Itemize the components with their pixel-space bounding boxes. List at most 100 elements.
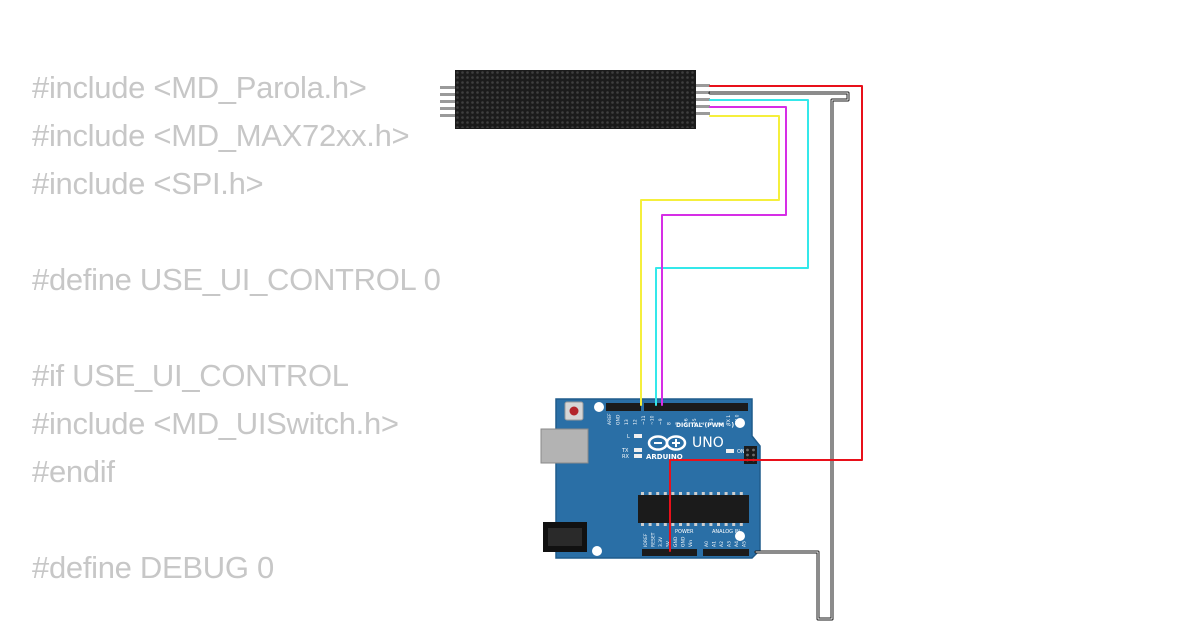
icsp-header	[744, 446, 757, 464]
chip-pin	[663, 492, 667, 495]
chip-pin	[732, 492, 736, 495]
chip-pin	[648, 523, 652, 526]
uno-logo: UNO	[692, 435, 724, 451]
pin-label: 2	[718, 422, 724, 425]
atmega-chip	[638, 492, 749, 526]
pin-label: 12	[633, 419, 639, 425]
chip-pin	[717, 492, 720, 495]
chip-pin	[701, 492, 705, 495]
analog-header[interactable]	[703, 549, 749, 556]
pin-label: GND	[681, 536, 687, 547]
code-line: #include <SPI.h>	[32, 166, 264, 201]
pin-label: ~6	[684, 418, 690, 425]
code-line: #include <MD_MAX72xx.h>	[32, 118, 410, 153]
pin-label: 4	[701, 422, 707, 425]
chip-pin	[717, 523, 720, 526]
pin-label: 8	[667, 422, 673, 425]
chip-pin	[656, 492, 660, 495]
digital-pwm-label: DIGITAL (PWM ~)	[676, 422, 734, 429]
chip-pin	[671, 492, 675, 495]
chip-pin	[648, 492, 652, 495]
power-header[interactable]	[642, 549, 697, 556]
code-line: #include <MD_Parola.h>	[32, 70, 367, 105]
pin-label: ~11	[641, 415, 647, 425]
mounting-hole	[735, 531, 745, 541]
pin-label: AREF	[607, 413, 613, 425]
chip-pin	[724, 523, 728, 526]
code-line: #define DEBUG 0	[32, 550, 274, 585]
chip-pin	[694, 523, 698, 526]
chip-pin	[694, 492, 698, 495]
chip-pin	[724, 492, 728, 495]
led-tx-label: TX	[621, 448, 629, 454]
digital-header[interactable]	[606, 403, 748, 411]
pin-label: ~3	[709, 418, 715, 425]
matrix-output-pins	[696, 84, 710, 115]
magenta-clk-wire[interactable]	[661, 106, 787, 406]
wires	[640, 85, 863, 621]
pin-label: A2	[719, 541, 725, 547]
chip-pin	[739, 523, 743, 526]
mounting-hole	[594, 402, 604, 412]
pin-label: GND	[616, 414, 622, 425]
chip-pin	[641, 523, 644, 526]
pin-label: TX 1	[726, 415, 732, 426]
pin-label: ~10	[650, 415, 656, 425]
code-line: #if USE_UI_CONTROL	[32, 358, 349, 393]
pin-label: ~9	[658, 418, 664, 425]
pin-label: RX 0	[735, 414, 741, 425]
chip-pin	[671, 523, 675, 526]
reset-button[interactable]	[564, 401, 584, 421]
status-leds	[634, 434, 734, 458]
code-line: #endif	[32, 454, 115, 489]
power-jack-inner	[548, 528, 582, 546]
pin-label: 13	[624, 419, 630, 425]
yellow-cs-wire[interactable]	[640, 115, 780, 406]
chip-pin	[709, 492, 713, 495]
pin-label: Vin	[688, 540, 694, 547]
chip-pin	[732, 523, 736, 526]
pin-label: RESET	[651, 532, 657, 547]
pin-label: A1	[712, 541, 718, 547]
led-matrix-module[interactable]	[440, 70, 710, 129]
pin-label: IOREF	[643, 533, 649, 547]
red-vcc-wire[interactable]	[669, 85, 863, 552]
on-label: ON	[737, 449, 745, 455]
pin-label: A5	[742, 541, 748, 547]
code-line: #define USE_UI_CONTROL 0	[32, 262, 441, 297]
arduino-brand: ARDUINO	[646, 453, 683, 461]
pin-label: A3	[727, 541, 733, 547]
analog-in-label: ANALOG IN	[712, 529, 740, 535]
code-line: #include <MD_UISwitch.h>	[32, 406, 399, 441]
led-l-label: L	[627, 434, 630, 440]
power-label: POWER	[675, 529, 694, 535]
usb-port	[540, 428, 589, 464]
pin-label: A4	[734, 541, 740, 547]
chip-pin	[739, 492, 743, 495]
chip-pin	[679, 492, 682, 495]
pin-label: 3.3V	[658, 536, 664, 547]
chip-pin	[686, 523, 690, 526]
arduino-infinity-logo	[647, 435, 687, 451]
matrix-input-pins	[440, 86, 456, 117]
chip-pin	[709, 523, 713, 526]
pin-label: 5V	[666, 540, 672, 547]
chip-pin	[656, 523, 660, 526]
black-ground-wire[interactable]	[708, 91, 850, 621]
code-listing: #include <MD_Parola.h> #include <MD_MAX72…	[32, 64, 441, 592]
chip-pin	[641, 492, 644, 495]
led-rx-label: RX	[622, 454, 629, 460]
chip-pin	[663, 523, 667, 526]
pin-label: A0	[704, 541, 710, 547]
pin-label: ~5	[692, 418, 698, 425]
chip-pin	[679, 523, 682, 526]
chip-pin	[686, 492, 690, 495]
mounting-hole	[592, 546, 602, 556]
cyan-data-wire[interactable]	[655, 99, 809, 406]
pin-label: GND	[673, 536, 679, 547]
